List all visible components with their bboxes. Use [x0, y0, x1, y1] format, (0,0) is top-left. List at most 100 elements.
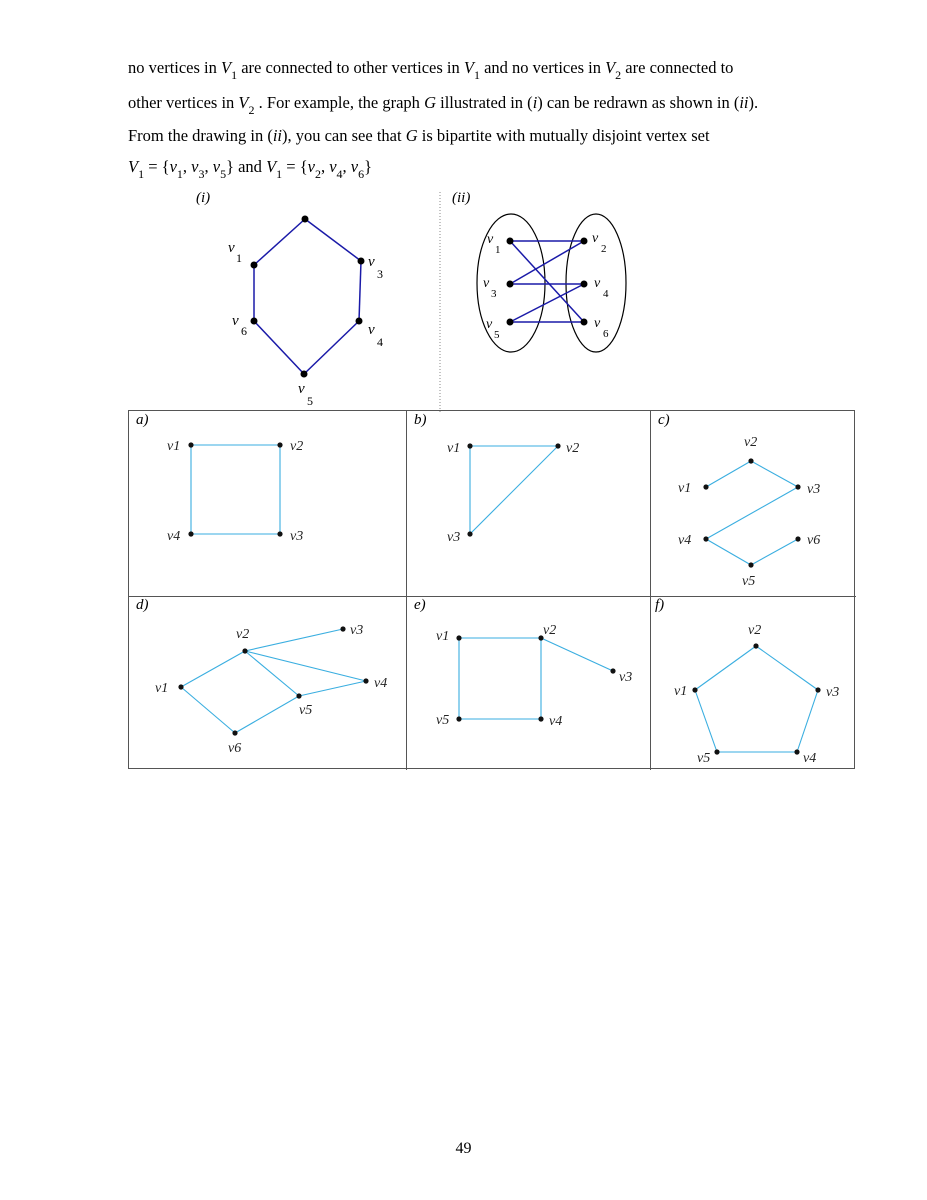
vertex — [580, 237, 588, 245]
cell-e — [407, 597, 651, 770]
vertex — [456, 635, 462, 641]
vertex — [296, 693, 302, 699]
edge — [694, 689, 718, 753]
cell-c-label: c) — [658, 412, 670, 428]
vertex-label-v4: v — [368, 322, 375, 338]
text: From the drawing in ( — [128, 126, 273, 145]
vertex — [703, 484, 709, 490]
svg-text:5: 5 — [307, 394, 313, 408]
text: v — [191, 157, 199, 176]
text: ). — [748, 93, 759, 112]
svg-text:4: 4 — [603, 288, 609, 300]
vertex-label: v2 — [566, 441, 579, 456]
vertex-label-v3: v — [368, 254, 375, 270]
svg-text:v: v — [487, 232, 494, 247]
text: 2 — [248, 103, 255, 117]
vertex-label: v6 — [228, 741, 241, 756]
text: ), you can see that — [281, 126, 406, 145]
cell-d-label: d) — [136, 597, 149, 613]
text: . For example, the graph — [254, 93, 425, 112]
text: } and — [226, 157, 267, 176]
edge — [253, 218, 306, 266]
vertex — [753, 643, 759, 649]
vertex — [506, 280, 514, 288]
text: G — [405, 126, 418, 145]
svg-text:3: 3 — [491, 288, 497, 300]
text: v — [329, 157, 337, 176]
text: v — [212, 157, 221, 176]
edge — [509, 283, 585, 323]
text: , — [182, 157, 192, 176]
edge — [244, 650, 367, 682]
vertex — [580, 318, 588, 326]
vertex — [232, 730, 238, 736]
vertex-label-v5: v — [298, 381, 305, 397]
vertex — [300, 370, 308, 378]
text: = { — [144, 157, 170, 176]
edge — [234, 695, 300, 734]
text: G — [424, 93, 436, 112]
cell-e-label: e) — [414, 597, 426, 613]
vertex — [277, 531, 283, 537]
vertex-label: v5 — [436, 713, 449, 728]
text: v — [169, 157, 177, 176]
edge — [755, 645, 819, 691]
cell-b — [407, 411, 651, 597]
text: and no vertices in — [479, 58, 606, 77]
svg-text:6: 6 — [603, 328, 609, 340]
vertex-label: v3 — [447, 530, 460, 545]
figure-separator — [439, 192, 441, 412]
text: = { — [282, 157, 308, 176]
graph-ii: v1 v3 v5 v2 v4 v6 — [476, 213, 627, 353]
text: V — [463, 58, 474, 77]
vertex — [795, 484, 801, 490]
text: are connected to other vertices in — [237, 58, 464, 77]
edge — [304, 218, 362, 262]
text: ii — [739, 93, 749, 112]
text: ) can be redrawn as shown in ( — [537, 93, 740, 112]
text: V — [605, 58, 616, 77]
text: 1 — [473, 68, 480, 82]
vertex-label: v1 — [167, 439, 180, 454]
page-number: 49 — [455, 1140, 472, 1157]
text: v — [350, 157, 359, 176]
vertex — [340, 626, 346, 632]
vertex — [301, 215, 309, 223]
text: ii — [272, 126, 282, 145]
edge — [509, 240, 585, 285]
text: V — [238, 93, 249, 112]
vertex — [250, 317, 258, 325]
text: 2 — [314, 167, 321, 181]
vertex — [692, 687, 698, 693]
text: 3 — [198, 167, 205, 181]
text: V — [266, 157, 277, 176]
vertex — [748, 562, 754, 568]
vertex — [467, 443, 473, 449]
edge — [705, 486, 799, 540]
text: 1 — [276, 167, 283, 181]
vertex — [277, 442, 283, 448]
vertex-label: v6 — [807, 533, 820, 548]
text: , — [320, 157, 330, 176]
text: no vertices in — [128, 58, 222, 77]
svg-text:v: v — [486, 317, 493, 332]
vertex-label: v4 — [803, 751, 816, 766]
text-line-3: From the drawing in (ii), you can see th… — [128, 126, 710, 150]
text: i — [532, 93, 538, 112]
vertex-label: v4 — [374, 676, 387, 691]
vertex — [355, 317, 363, 325]
vertex-label: v2 — [543, 623, 556, 638]
cell-a-label: a) — [136, 412, 149, 428]
vertex — [714, 749, 720, 755]
vertex — [467, 531, 473, 537]
vertex — [357, 257, 365, 265]
vertex — [250, 261, 258, 269]
svg-text:6: 6 — [241, 324, 247, 338]
vertex-label: v1 — [436, 629, 449, 644]
vertex-label: v4 — [167, 529, 180, 544]
text: , — [204, 157, 213, 176]
vertex — [506, 237, 514, 245]
vertex-label: v4 — [549, 714, 562, 729]
vertex-label: v2 — [290, 439, 303, 454]
vertex-label: v2 — [236, 627, 249, 642]
